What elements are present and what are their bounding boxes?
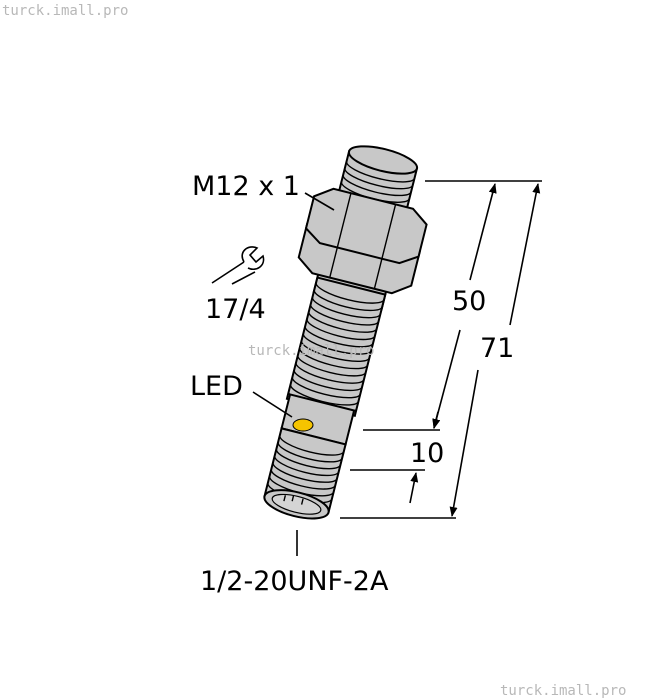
thread-ring: [299, 347, 369, 370]
thread-ring: [308, 311, 378, 333]
nut-upper: [304, 187, 428, 265]
thread-ring: [295, 362, 365, 384]
watermark-top: turck.imall.pro: [2, 3, 128, 19]
dim-50-arrow-bottom: [432, 329, 461, 429]
thread-ring: [270, 468, 337, 490]
led-leader: [252, 391, 293, 418]
thread-ring: [300, 340, 371, 363]
dim-71-arrow-bottom: [449, 369, 479, 517]
thread-label: M12 x 1: [192, 171, 300, 202]
thread-ring: [289, 384, 360, 406]
thread-ring: [311, 296, 382, 319]
watermark-bottom: turck.imall.pro: [500, 683, 626, 699]
dim-50-label: 50: [452, 286, 486, 317]
thread-ring: [291, 376, 361, 399]
thread-ring: [279, 434, 345, 456]
thread-ring: [272, 462, 338, 483]
thread-ring: [313, 289, 383, 312]
thread-ring: [309, 304, 380, 326]
thread-ring: [275, 448, 342, 470]
dim-50-arrow-top: [469, 183, 497, 281]
thread-ring: [304, 325, 374, 348]
sensor-body: [263, 145, 428, 520]
connector-thread-label: 1/2-20UNF-2A: [200, 566, 389, 597]
wrench-icon: [211, 246, 265, 284]
dim-10-arrow: [409, 472, 419, 504]
thread-ring: [344, 167, 414, 190]
thread-ring: [345, 161, 416, 183]
thread-ring: [297, 354, 367, 377]
watermark-center: turck.imall.pro: [248, 343, 374, 359]
dim-71-label: 71: [480, 333, 514, 364]
dim-10-label: 10: [410, 438, 444, 469]
thread-leader: [304, 192, 335, 211]
connector-pins: [283, 495, 304, 505]
dim-71-arrow-top: [509, 183, 541, 326]
thread-ring: [293, 369, 363, 392]
thread-ring: [277, 441, 343, 463]
thread-ring: [306, 318, 376, 341]
thread-ring: [342, 174, 412, 197]
led-indicator: [292, 418, 314, 432]
thread-ring: [274, 455, 340, 477]
wrench-size-label: 17/4: [205, 294, 266, 325]
thread-ring: [315, 282, 385, 304]
thread-ring: [302, 333, 372, 355]
sensor-top-face: [347, 145, 419, 175]
led-label: LED: [190, 371, 243, 402]
